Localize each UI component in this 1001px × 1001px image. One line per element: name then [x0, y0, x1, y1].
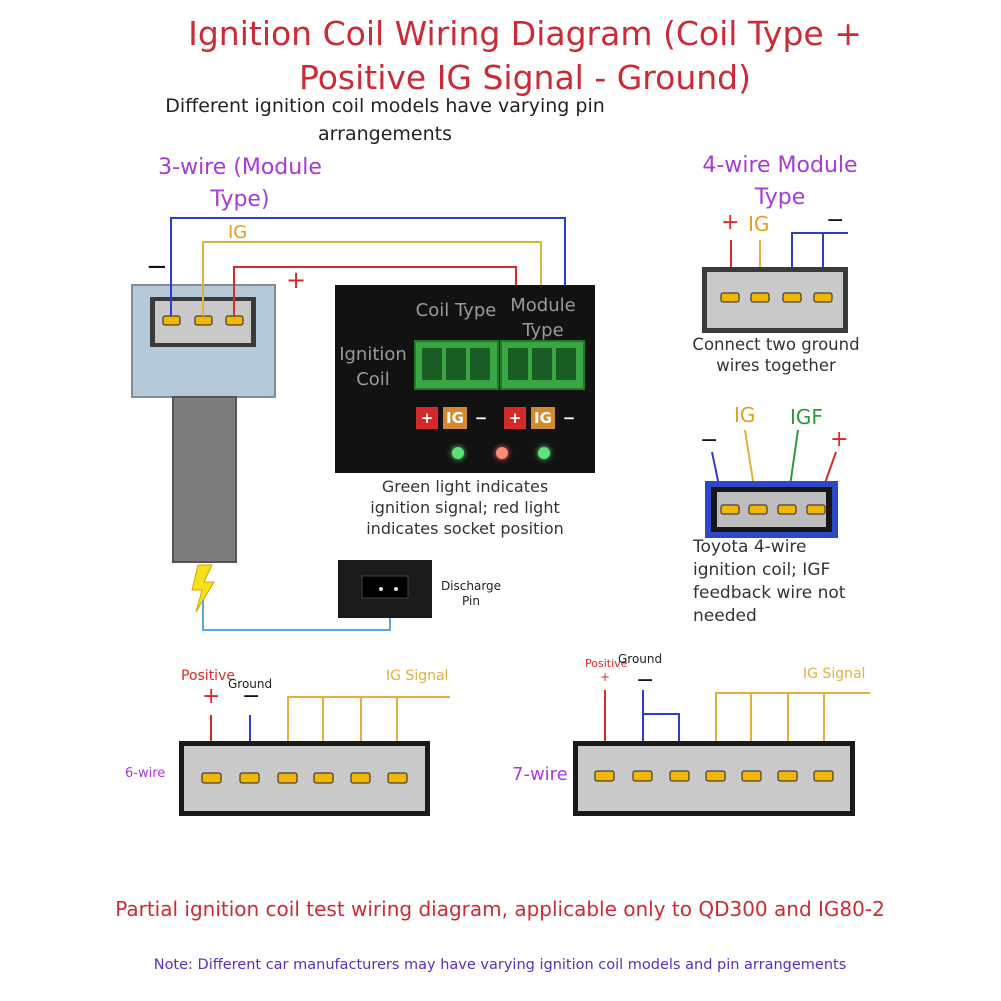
subtitle: Different ignition coil models have vary…	[165, 95, 605, 145]
discharge-pin-block	[338, 560, 432, 618]
seven-wire-ig-signal-label: IG Signal	[803, 666, 866, 682]
panel-coil-type: Coil Type	[415, 300, 497, 321]
four-wire-ig-label: IG	[748, 212, 770, 236]
spark-bolt-icon	[191, 564, 215, 613]
red-led-indicator	[496, 447, 508, 459]
three-wire-coil	[131, 284, 276, 563]
four-wire-plus-label: +	[721, 210, 740, 235]
toyota-caption: Toyota 4-wire ignition coil; IGF feedbac…	[693, 537, 846, 626]
green-led-indicator-2	[538, 447, 550, 459]
panel-ignition-coil: Ignition Coil	[339, 344, 407, 390]
toyota-minus-label: −	[700, 428, 719, 453]
discharge-pin-label: Discharge Pin	[440, 579, 502, 608]
four-wire-caption: Connect two ground wires together	[692, 335, 860, 375]
three-wire-plus-label: +	[286, 266, 307, 294]
seven-wire-positive-label: Positive	[585, 657, 628, 670]
seven-wire-minus-label: −	[636, 668, 655, 693]
terminal-label-ig-1: IG	[443, 407, 467, 429]
terminal-label-minus-1: −	[474, 409, 488, 427]
six-wire-plus-label: +	[202, 684, 221, 709]
terminal-label-plus-1: +	[416, 407, 438, 429]
three-wire-ig-label: IG	[228, 222, 248, 243]
green-led-indicator	[452, 447, 464, 459]
terminal-label-minus-2: −	[562, 409, 576, 427]
module-type-terminal-block	[500, 340, 585, 390]
four-wire-connector	[702, 232, 848, 333]
toyota-connector	[705, 429, 838, 538]
toyota-ig-label: IG	[734, 403, 756, 427]
terminal-label-ig-2: IG	[531, 407, 555, 429]
six-wire-label: 6-wire	[125, 766, 166, 781]
six-wire-minus-label: −	[242, 684, 261, 709]
six-wire-ig-signal-label: IG Signal	[386, 668, 449, 684]
three-wire-heading: 3-wire (Module Type)	[158, 155, 322, 212]
panel-module-type: Module Type	[510, 295, 576, 341]
terminal-label-plus-2: +	[504, 407, 526, 429]
bottom-title: Partial ignition coil test wiring diagra…	[115, 897, 885, 921]
footer-note: Note: Different car manufacturers may ha…	[153, 957, 847, 973]
six-wire-connector	[179, 696, 450, 816]
coil-type-terminal-block	[414, 340, 499, 390]
four-wire-minus-label: −	[826, 208, 845, 233]
panel-caption: Green light indicates ignition signal; r…	[366, 477, 564, 538]
seven-wire-label: 7-wire	[512, 764, 568, 785]
four-wire-heading: 4-wire Module Type	[702, 153, 858, 210]
seven-wire-ground-label: Ground	[618, 652, 663, 666]
six-wire-ground-label: Ground	[228, 677, 273, 691]
three-wire-minus-label: −	[146, 252, 168, 282]
page-title: Ignition Coil Wiring Diagram (Coil Type …	[188, 14, 862, 97]
six-wire-positive-label: Positive	[181, 668, 235, 684]
seven-wire-plus-label: +	[600, 670, 611, 684]
toyota-igf-label: IGF	[790, 405, 823, 429]
seven-wire-connector	[573, 690, 870, 816]
toyota-plus-label: +	[830, 427, 849, 452]
